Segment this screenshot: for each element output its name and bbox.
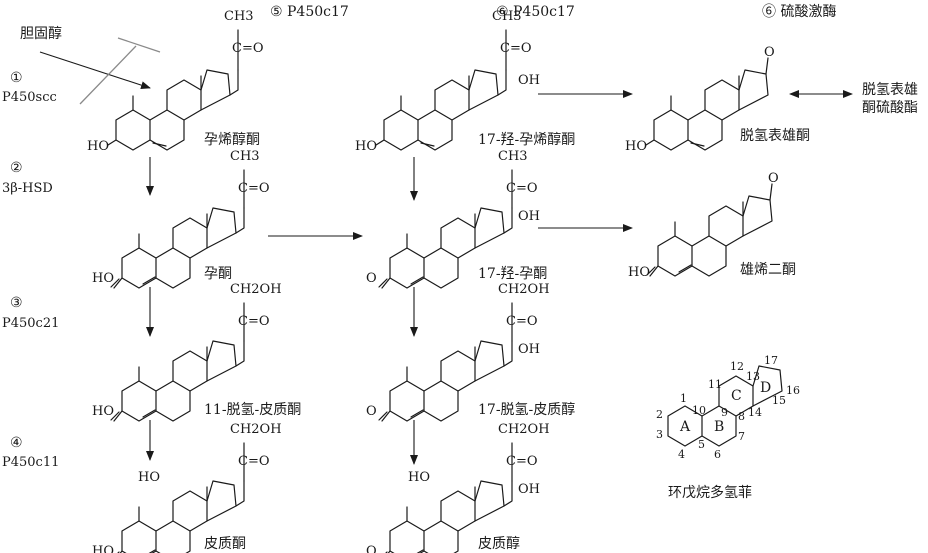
svg-text:HO: HO: [625, 139, 647, 154]
svg-text:O: O: [768, 171, 779, 186]
svg-text:3: 3: [656, 428, 663, 441]
compound-hydroxyprogesterone: 17-羟-孕酮: [478, 266, 547, 282]
svg-text:A: A: [679, 419, 691, 435]
svg-text:7: 7: [738, 430, 745, 443]
svg-text:OH: OH: [518, 482, 540, 497]
svg-text:CH3: CH3: [498, 149, 528, 164]
svg-text:D: D: [760, 380, 771, 396]
cortisol-structure: O HO OH CH2OH C=O: [366, 422, 550, 553]
compound-progesterone: 孕酮: [204, 266, 232, 282]
start-label: 胆固醇: [20, 25, 62, 42]
compound-cortisol: 皮质醇: [478, 535, 520, 552]
enzyme-4-num: ④: [10, 435, 23, 451]
enzyme-2-num: ②: [10, 160, 23, 176]
enzyme-1-num: ①: [10, 70, 23, 86]
svg-text:HO: HO: [92, 271, 114, 286]
deoxycortisol-structure: O OH CH2OH C=O: [366, 282, 550, 421]
svg-text:HO: HO: [87, 139, 109, 154]
svg-text:CH3: CH3: [230, 149, 260, 164]
svg-text:CH2OH: CH2OH: [230, 282, 282, 297]
svg-text:C=O: C=O: [232, 41, 264, 56]
svg-text:CH3: CH3: [492, 9, 522, 24]
svg-text:16: 16: [786, 384, 800, 397]
compound-deoxycortisol: 17-脱氢-皮质醇: [478, 401, 575, 418]
svg-text:C: C: [731, 388, 742, 404]
svg-text:HO: HO: [92, 404, 114, 419]
svg-text:HO: HO: [92, 544, 114, 553]
svg-text:OH: OH: [518, 342, 540, 357]
svg-text:15: 15: [772, 394, 786, 407]
svg-text:5: 5: [698, 438, 705, 451]
dhea-structure: HO O: [625, 45, 775, 154]
svg-text:OH: OH: [518, 209, 540, 224]
svg-text:9: 9: [721, 406, 728, 419]
svg-text:8: 8: [738, 410, 745, 423]
header-col3: ⑥ P450c17: [496, 4, 575, 20]
svg-text:14: 14: [748, 406, 762, 419]
svg-text:O: O: [366, 404, 377, 419]
header-col2: ⑤ P450c17: [270, 4, 349, 20]
compound-androstenedione: 雄烯二酮: [740, 262, 796, 278]
svg-text:HO: HO: [138, 470, 160, 485]
svg-text:C=O: C=O: [500, 41, 532, 56]
svg-text:13: 13: [746, 370, 760, 383]
svg-text:CH2OH: CH2OH: [498, 282, 550, 297]
svg-text:12: 12: [730, 360, 744, 373]
compound-hydroxypregnenolone: 17-羟-孕烯醇酮: [478, 131, 575, 148]
svg-text:4: 4: [678, 448, 685, 461]
svg-text:B: B: [714, 419, 724, 435]
svg-text:2: 2: [656, 408, 663, 421]
progesterone-structure: HO CH3 C=O: [92, 149, 270, 288]
enzyme-3-name: P450c21: [2, 316, 59, 331]
svg-text:C=O: C=O: [238, 314, 270, 329]
svg-text:6: 6: [714, 448, 721, 461]
compound-pregnenolone: 孕烯醇酮: [204, 131, 260, 148]
enzyme-1-name: P450scc: [2, 90, 57, 105]
side-chain-cut-mark: [117, 37, 161, 53]
svg-text:1: 1: [680, 392, 687, 405]
svg-text:C=O: C=O: [506, 454, 538, 469]
steroid-numbering-structure: 1 2 3 4 5 6 7 8 9 10 11 12 13 14 15 16 1…: [656, 354, 800, 461]
side-chain-cut-mark-2: [79, 45, 137, 105]
svg-text:11: 11: [708, 378, 722, 391]
svg-text:O: O: [366, 271, 377, 286]
svg-text:CH3: CH3: [224, 9, 254, 24]
svg-text:CH2OH: CH2OH: [230, 422, 282, 437]
sulfate-label-line2: 酮硫酸酯: [862, 100, 918, 116]
enzyme-4-name: P450c11: [2, 455, 59, 470]
pregnenolone-structure: HO CH3 C=O: [87, 9, 264, 154]
header-col4: ⑥ 硫酸激酶: [762, 3, 836, 20]
compound-corticosterone: 皮质酮: [204, 536, 246, 552]
enzyme-2-name: 3β-HSD: [2, 181, 53, 196]
svg-text:HO: HO: [628, 265, 650, 280]
deoxycorticosterone-structure: HO CH2OH C=O: [92, 282, 282, 421]
svg-text:10: 10: [692, 404, 706, 417]
svg-text:HO: HO: [408, 470, 430, 485]
svg-text:17: 17: [764, 354, 778, 367]
svg-text:O: O: [764, 45, 775, 60]
svg-text:OH: OH: [518, 73, 540, 88]
corticosterone-structure: HO HO CH2OH C=O: [92, 422, 282, 553]
hydroxypregnenolone-structure: HO OH CH3 C=O: [355, 9, 540, 154]
svg-text:C=O: C=O: [506, 181, 538, 196]
svg-text:CH2OH: CH2OH: [498, 422, 550, 437]
androstenedione-structure: HO O: [628, 171, 779, 280]
svg-text:C=O: C=O: [506, 314, 538, 329]
svg-text:O: O: [366, 544, 377, 553]
sulfate-label-line1: 脱氢表雄: [862, 82, 918, 98]
numbering-title: 环戊烷多氢菲: [668, 484, 752, 501]
start-arrow: [39, 51, 151, 90]
svg-text:C=O: C=O: [238, 181, 270, 196]
compound-deoxycorticosterone: 11-脱氢-皮质酮: [204, 402, 301, 418]
enzyme-3-num: ③: [10, 295, 23, 311]
compound-dhea: 脱氢表雄酮: [740, 128, 810, 144]
svg-text:C=O: C=O: [238, 454, 270, 469]
svg-text:HO: HO: [355, 139, 377, 154]
hydroxyprogesterone-structure: O OH CH3 C=O: [366, 149, 540, 288]
